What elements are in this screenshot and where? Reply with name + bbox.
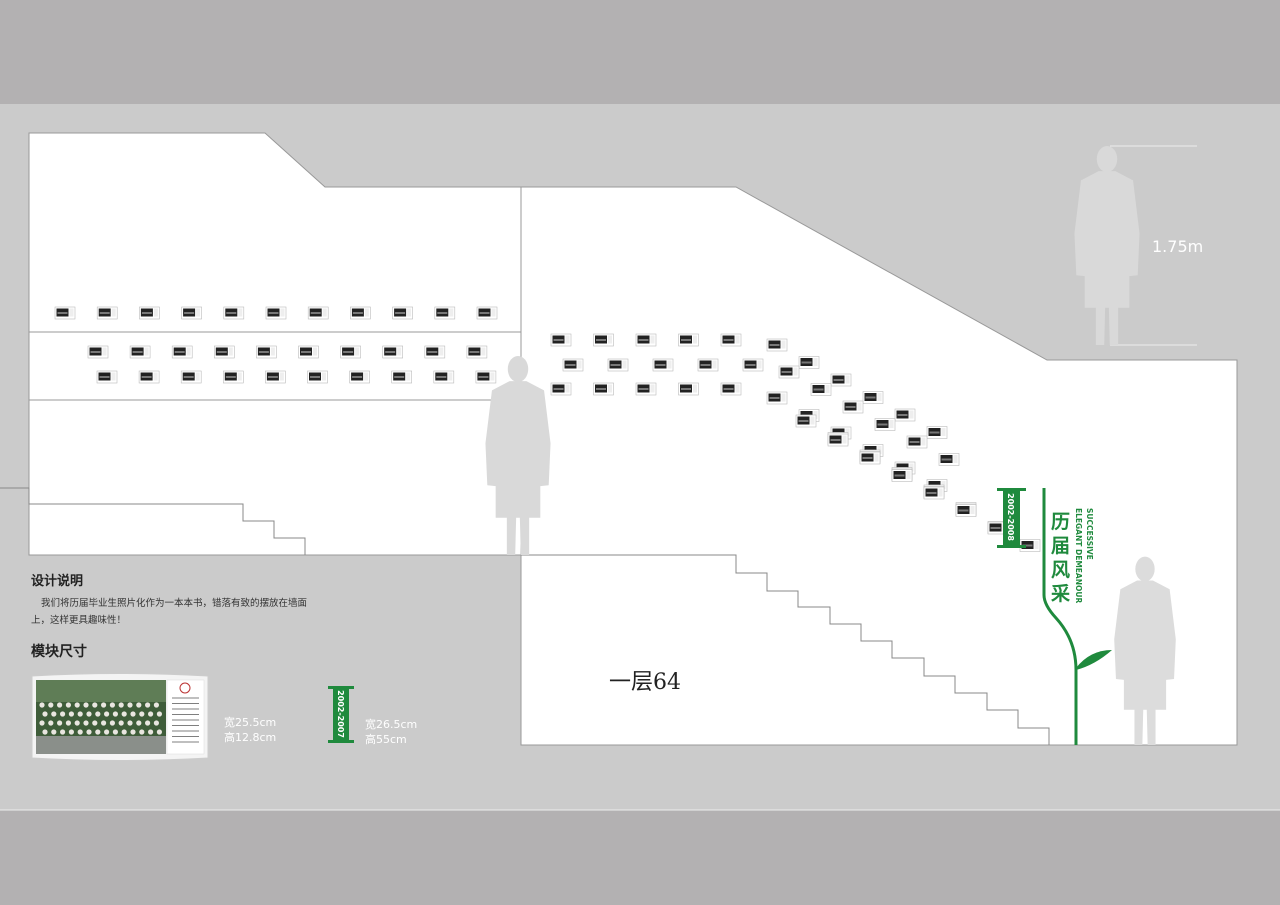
photo-frame — [256, 345, 277, 359]
photo-dimensions: 宽25.5cm 高12.8cm — [224, 715, 276, 745]
design-note-body: 我们将历届毕业生照片化作为一本本书，错落有致的摆放在墙面上，这样更具趣味性！ — [31, 598, 308, 626]
svg-text:采: 采 — [1051, 583, 1070, 605]
post-width: 宽26.5cm — [365, 718, 418, 731]
wall-title-en-1: SUCCESSIVE — [1085, 508, 1094, 560]
photo-frame — [350, 306, 371, 320]
photo-frame — [129, 345, 151, 359]
photo-frame — [938, 453, 960, 466]
photo-frame — [475, 370, 497, 384]
photo-frame — [720, 382, 742, 396]
photo-frame — [766, 338, 788, 352]
left-stairs — [0, 487, 306, 555]
photo-frame — [550, 333, 572, 347]
photo-frame — [697, 358, 719, 372]
photo-frame — [466, 345, 488, 359]
module-sample-photo — [31, 673, 209, 761]
photo-frame — [307, 306, 329, 320]
module-sample-post: 2002-2007 — [328, 686, 354, 743]
photo-frame — [635, 382, 657, 396]
photo-frame — [54, 306, 76, 320]
photo-frame — [862, 391, 884, 404]
photo-frame — [424, 345, 446, 359]
photo-frame — [298, 345, 319, 359]
wall-title-en-2: ELEGANT DEMEANOUR — [1074, 508, 1083, 603]
photo-frame — [382, 345, 404, 359]
photo-frame — [720, 333, 742, 347]
photo-frame — [678, 333, 699, 347]
photo-frame — [742, 358, 764, 372]
year-post-wall: 2002-2008 — [997, 488, 1026, 548]
year-post-label: 2002-2008 — [1006, 493, 1015, 541]
photo-frame — [138, 370, 160, 384]
photo-frame — [955, 504, 977, 517]
photo-frame — [894, 408, 916, 422]
svg-text:届: 届 — [1051, 535, 1070, 557]
photo-frame — [926, 426, 948, 439]
photo-frame — [859, 451, 881, 465]
photo-frame — [340, 345, 361, 359]
photo-frame — [810, 383, 832, 396]
photo-frame — [827, 433, 849, 447]
photo-frame — [766, 391, 788, 405]
photo-frame — [476, 306, 498, 320]
photo-frame — [96, 306, 118, 320]
photo-frame — [214, 345, 235, 359]
person-height-label: 1.75m — [1152, 237, 1204, 256]
photo-frame — [678, 382, 699, 396]
left-wall-strip — [28, 331, 522, 401]
photo-frame — [180, 370, 202, 384]
photo-frame — [181, 306, 202, 320]
wall-title-cn: 历 届 风 采 — [1051, 511, 1070, 605]
post-dimensions: 宽26.5cm 高55cm — [365, 717, 417, 747]
photo-frame — [635, 333, 657, 347]
photo-frame — [593, 382, 614, 396]
photo-frame — [593, 333, 614, 347]
post-height: 高55cm — [365, 733, 407, 746]
photo-frame — [923, 486, 945, 500]
photo-frame — [265, 370, 286, 384]
photo-frame — [433, 370, 455, 384]
photo-frame — [778, 365, 800, 379]
photo-frame — [349, 370, 370, 384]
floor-label: 一层64 — [609, 670, 681, 695]
photo-frame — [223, 370, 244, 384]
photo-frame — [171, 345, 193, 359]
svg-text:历: 历 — [1051, 511, 1070, 533]
photo-frame — [891, 469, 913, 482]
photo-width: 宽25.5cm — [224, 716, 277, 729]
photo-frame — [392, 306, 413, 320]
photo-height: 高12.8cm — [224, 731, 277, 744]
photo-frame — [391, 370, 413, 384]
photo-frame — [830, 373, 852, 387]
photo-frame — [434, 306, 456, 320]
green-vine — [1042, 488, 1078, 745]
module-post-label: 2002-2007 — [336, 690, 345, 738]
photo-frame — [265, 306, 287, 320]
photo-frame — [906, 435, 928, 449]
right-stairs — [521, 554, 1050, 745]
photo-frame — [96, 370, 118, 384]
photo-frame — [87, 345, 109, 359]
photo-frame — [798, 356, 820, 369]
photo-frame — [607, 358, 629, 372]
module-size-title: 模块尺寸 — [31, 644, 87, 660]
photo-frame — [652, 358, 674, 372]
photo-frame — [874, 418, 896, 431]
photo-frames — [54, 306, 1041, 552]
photo-frame — [139, 306, 160, 320]
photo-frame — [550, 382, 572, 396]
photo-frame — [795, 414, 817, 428]
photo-frame — [562, 358, 584, 372]
design-note-title: 设计说明 — [31, 574, 84, 589]
right-wall-panel — [520, 186, 1238, 746]
photo-frame — [307, 370, 328, 384]
svg-text:风: 风 — [1051, 559, 1070, 581]
vine-leaf — [1076, 650, 1112, 670]
photo-frame — [842, 400, 864, 414]
photo-frame — [223, 306, 245, 320]
